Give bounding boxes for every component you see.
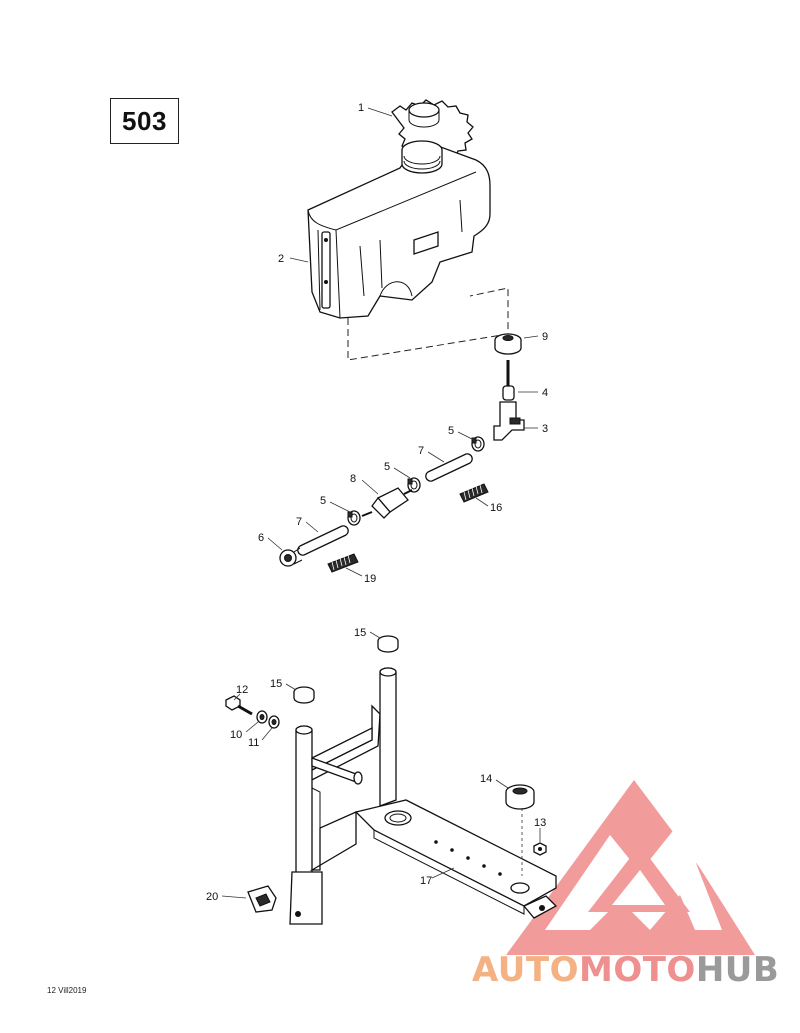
- diagram-number-box: 503: [110, 98, 179, 144]
- nut-part: [533, 842, 547, 856]
- callout-6: 6: [258, 532, 264, 544]
- reference-code: 12 Vill2019: [47, 986, 87, 995]
- plug-part-left: [293, 686, 315, 704]
- callout-11: 11: [248, 737, 259, 749]
- hose-part-lower: [297, 525, 349, 556]
- callout-5-upper: 5: [448, 425, 454, 437]
- elbow-fitting-part: [493, 401, 525, 441]
- callout-5-lower: 5: [320, 495, 326, 507]
- plug-part-top: [377, 635, 399, 653]
- callout-7-upper: 7: [418, 445, 424, 457]
- callout-10: 10: [230, 729, 242, 741]
- spring-part-19: [327, 553, 359, 573]
- watermark-text: AUTOMOTOHUB: [472, 950, 779, 990]
- clamp-part-middle: [407, 477, 421, 493]
- callout-19: 19: [364, 573, 376, 585]
- grommet-part-14: [505, 784, 535, 810]
- callout-9: 9: [542, 331, 548, 343]
- fitting-part-6: [279, 547, 303, 567]
- callout-numbers: 1 2 9 4 3 5 7 5 8 5 16 7 6 19 15 15 12 1…: [206, 102, 548, 903]
- callout-1: 1: [358, 102, 364, 114]
- pipe-part: [502, 360, 515, 401]
- callout-14: 14: [480, 773, 492, 785]
- callout-2: 2: [278, 253, 284, 265]
- callout-17: 17: [420, 875, 432, 887]
- callout-13: 13: [534, 817, 546, 829]
- clamp-part-lower: [347, 510, 361, 526]
- callout-12: 12: [236, 684, 248, 696]
- callout-8: 8: [350, 473, 356, 485]
- callout-15-left: 15: [270, 678, 282, 690]
- callout-5-middle: 5: [384, 461, 390, 473]
- callout-20: 20: [206, 891, 218, 903]
- leader-lines: [221, 107, 541, 899]
- bolt-part: [225, 695, 253, 716]
- grommet-part: [494, 333, 522, 355]
- washer-part-10: [256, 710, 268, 724]
- clamp-part-upper: [471, 436, 485, 452]
- filter-part: [361, 487, 413, 519]
- hose-part-upper: [425, 453, 473, 482]
- watermark-text-moto: MOTO: [578, 950, 696, 990]
- callout-16: 16: [490, 502, 502, 514]
- support-bracket-part: [289, 667, 558, 925]
- clip-part: [247, 885, 277, 913]
- washer-part-11: [268, 715, 280, 729]
- callout-7-lower: 7: [296, 516, 302, 528]
- watermark-text-hub: HUB: [695, 950, 780, 990]
- callout-15-top: 15: [354, 627, 366, 639]
- spring-part-16: [459, 483, 489, 503]
- watermark-logo-icon: [506, 780, 755, 955]
- oil-tank-part: [307, 140, 491, 319]
- callout-3: 3: [542, 423, 548, 435]
- diagram-number: 503: [122, 105, 167, 136]
- callout-4: 4: [542, 387, 548, 399]
- watermark-text-auto: AUTO: [472, 950, 579, 990]
